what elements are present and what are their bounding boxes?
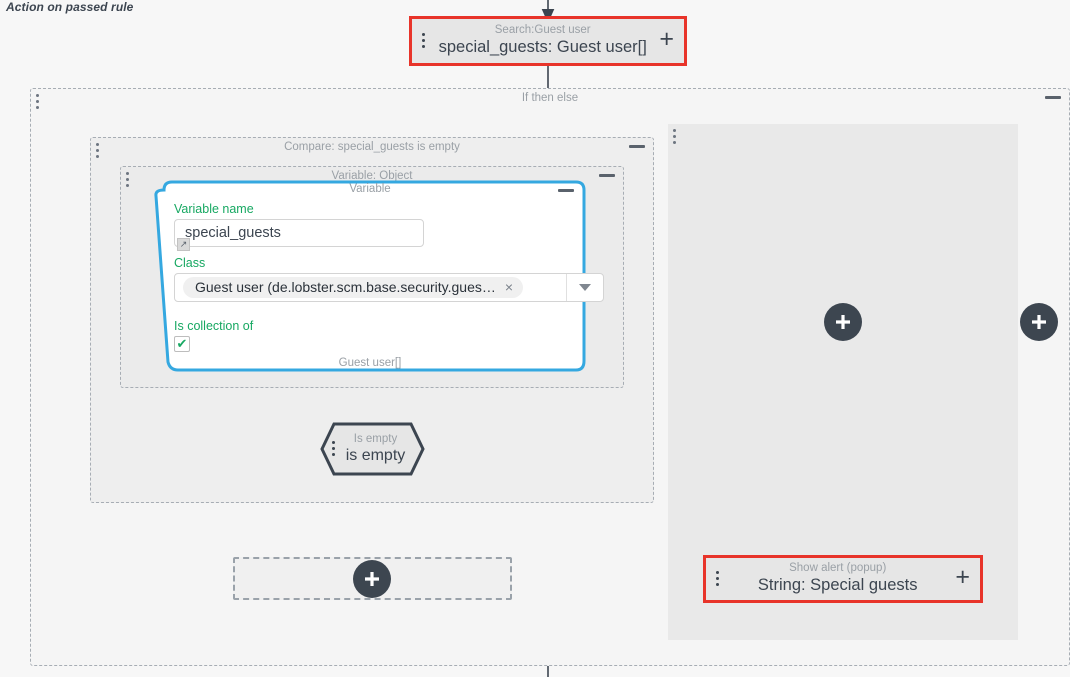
show-alert-node[interactable]: Show alert (popup) String: Special guest… xyxy=(703,555,983,603)
page-title: Action on passed rule xyxy=(6,0,134,14)
if-then-else-header: If then else xyxy=(521,92,579,104)
is-empty-title: is empty xyxy=(345,447,406,465)
plus-icon xyxy=(836,315,850,329)
else-branch-panel[interactable] xyxy=(668,124,1018,640)
collapse-icon[interactable] xyxy=(599,174,615,177)
drag-handle-icon[interactable] xyxy=(673,129,677,146)
drag-handle-icon[interactable] xyxy=(332,440,336,458)
class-label: Class xyxy=(174,256,206,270)
variable-name-label: Variable name xyxy=(174,202,254,216)
then-branch-add-button[interactable] xyxy=(353,560,391,598)
plus-icon xyxy=(1032,315,1046,329)
drag-handle-icon[interactable] xyxy=(422,32,426,50)
search-node-subtitle: Search:Guest user xyxy=(494,23,591,36)
hexagon-shape xyxy=(320,422,425,476)
add-icon[interactable]: + xyxy=(955,563,970,591)
plus-icon xyxy=(365,572,379,586)
class-chip-label: Guest user (de.lobster.scm.base.security… xyxy=(195,279,496,295)
collapse-icon[interactable] xyxy=(558,189,574,192)
collapse-icon[interactable] xyxy=(629,145,645,148)
collapse-icon[interactable] xyxy=(1045,96,1061,99)
variable-card[interactable]: Variable Variable name special_guests ↗ … xyxy=(152,180,604,373)
variable-name-input[interactable]: special_guests ↗ xyxy=(174,219,424,251)
drag-handle-icon[interactable] xyxy=(126,172,130,189)
outer-add-button[interactable] xyxy=(1020,303,1058,341)
variable-card-footer: Guest user[] xyxy=(338,357,402,369)
variable-card-header: Variable xyxy=(349,183,391,195)
is-collection-checkbox[interactable]: ✔ xyxy=(174,336,190,352)
compare-header: Compare: special_guests is empty xyxy=(284,141,460,153)
chevron-down-icon[interactable] xyxy=(566,274,603,301)
search-guest-user-node[interactable]: Search:Guest user special_guests: Guest … xyxy=(409,16,687,66)
resize-handle-icon[interactable]: ↗ xyxy=(177,238,190,251)
add-icon[interactable]: + xyxy=(659,25,674,53)
search-node-title: special_guests: Guest user[] xyxy=(438,37,647,56)
else-branch-add-button[interactable] xyxy=(824,303,862,341)
class-chip[interactable]: Guest user (de.lobster.scm.base.security… xyxy=(183,277,524,298)
alert-node-title: String: Special guests xyxy=(757,575,918,594)
drag-handle-icon[interactable] xyxy=(716,570,720,588)
is-empty-node[interactable]: Is empty is empty xyxy=(320,422,425,476)
drag-handle-icon[interactable] xyxy=(96,143,100,160)
variable-name-value: special_guests xyxy=(185,225,281,241)
close-icon[interactable]: × xyxy=(504,279,514,295)
is-empty-subtitle: Is empty xyxy=(353,433,398,446)
drag-handle-icon[interactable] xyxy=(36,94,40,111)
is-collection-label: Is collection of xyxy=(174,319,254,333)
alert-node-subtitle: Show alert (popup) xyxy=(789,561,887,574)
class-select[interactable]: Guest user (de.lobster.scm.base.security… xyxy=(174,273,604,302)
